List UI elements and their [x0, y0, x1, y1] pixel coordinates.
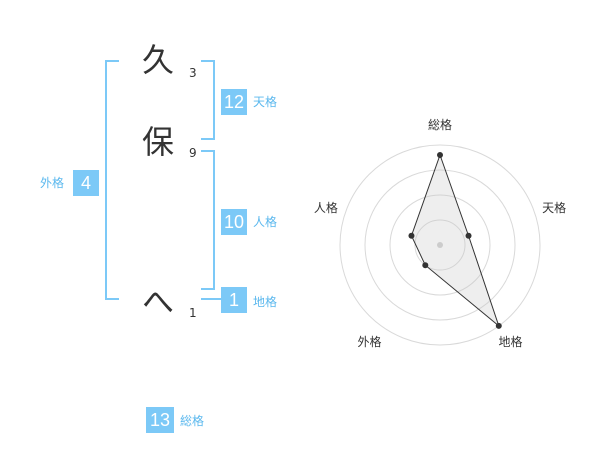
radar-ring	[364, 169, 516, 321]
jinkaku-value: 10	[221, 209, 247, 235]
chikaku-label: 地格	[253, 295, 278, 309]
name-char-3: へ	[142, 283, 175, 321]
soukaku-value: 13	[146, 407, 174, 433]
radar-axis-label: 地格	[499, 334, 523, 349]
chikaku-value: 1	[221, 287, 247, 313]
tenkaku-value: 12	[221, 89, 247, 115]
radar-point	[495, 322, 502, 329]
radar-axis-label: 天格	[542, 200, 566, 215]
radar-axis-label: 総格	[428, 117, 452, 132]
jinkaku-label: 人格	[253, 215, 278, 229]
outer-bracket	[105, 60, 119, 300]
radar-ring	[339, 144, 541, 346]
name-char-1: 久	[142, 41, 175, 79]
radar-grid	[339, 144, 541, 346]
radar-axis-label: 人格	[314, 200, 338, 215]
jinkaku-bracket	[201, 150, 215, 290]
radar-point	[408, 232, 415, 239]
tenkaku-bracket	[201, 60, 215, 140]
radar-shape	[408, 152, 502, 329]
name-char-2-strokes: 9	[189, 146, 197, 160]
radar-polygon	[410, 153, 500, 328]
radar-ring	[389, 194, 491, 296]
soukaku-label: 総格	[180, 414, 205, 428]
name-char-2: 保	[142, 123, 175, 161]
name-char-3-strokes: 1	[189, 306, 197, 320]
radar-point	[422, 262, 429, 269]
radar-center	[437, 242, 443, 248]
gaikaku-value: 4	[73, 170, 99, 196]
radar-ring	[414, 219, 466, 271]
name-char-1-strokes: 3	[189, 66, 197, 80]
radar-point	[437, 152, 443, 158]
chikaku-connector	[201, 298, 221, 300]
radar-point	[465, 232, 472, 239]
tenkaku-label: 天格	[253, 95, 278, 109]
radar-axis-label: 外格	[357, 334, 381, 349]
gaikaku-label: 外格	[40, 176, 65, 190]
